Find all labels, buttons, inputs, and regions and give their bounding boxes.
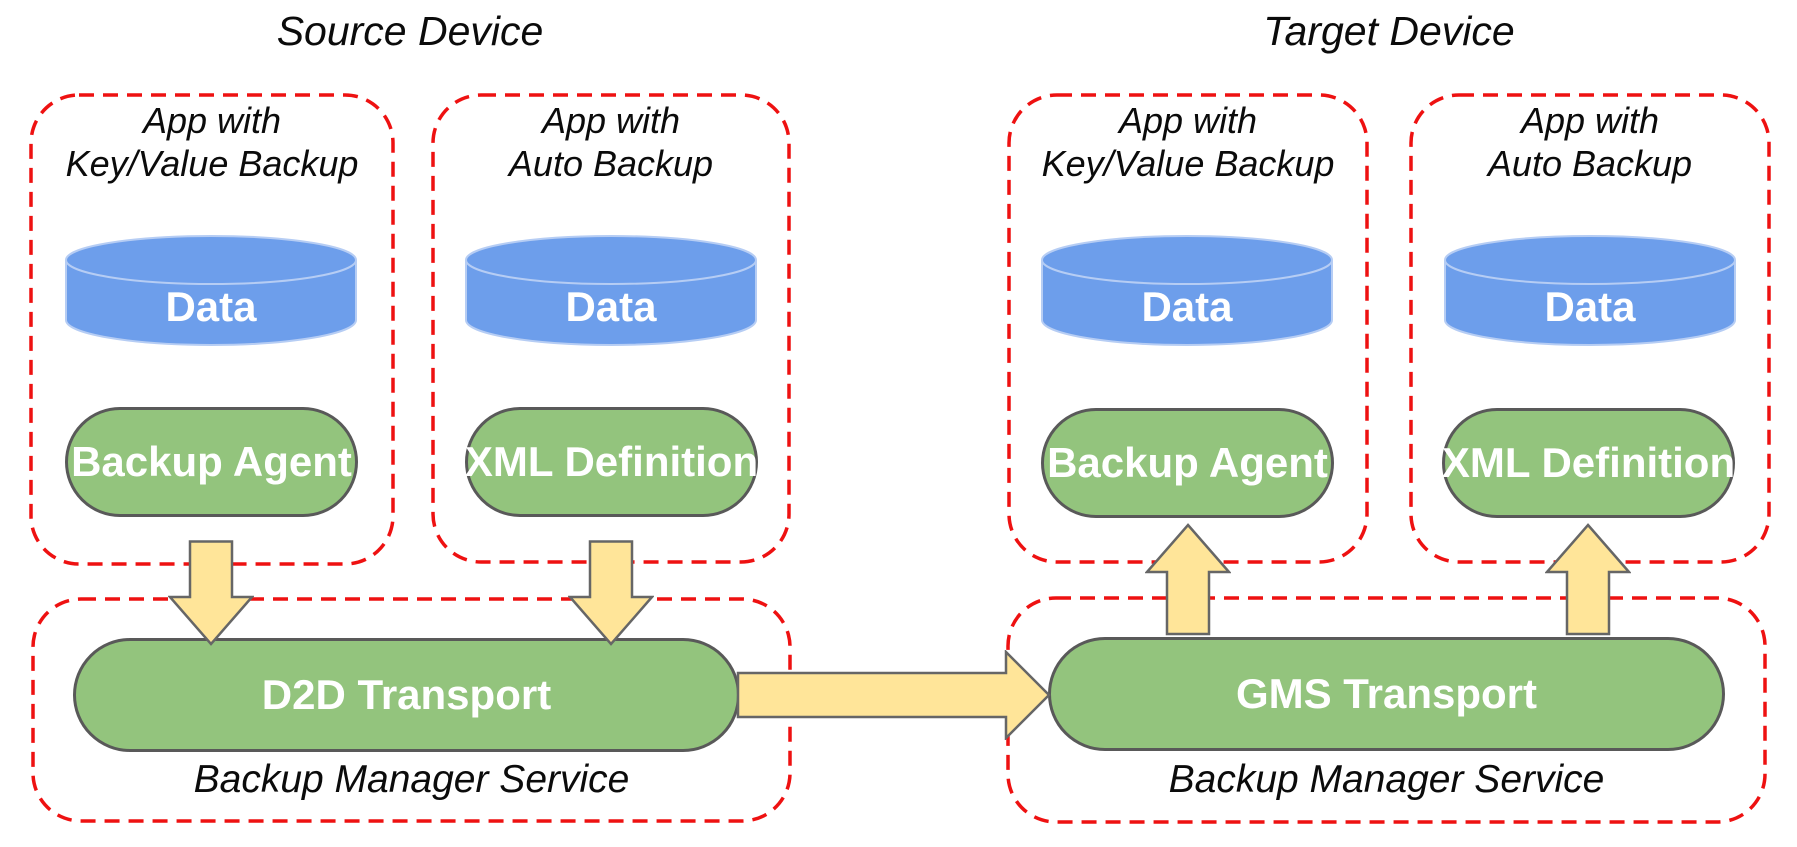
source-keyvalue-data-cylinder: Data bbox=[64, 234, 358, 346]
arrow-up-icon bbox=[1545, 523, 1631, 636]
database-icon bbox=[1444, 235, 1736, 346]
source-autobackup-app-label: App with Auto Backup bbox=[508, 100, 714, 184]
arrow-down-icon bbox=[168, 540, 254, 646]
target-keyvalue-app-label: App with Key/Value Backup bbox=[1041, 100, 1335, 184]
arrow-down-icon bbox=[568, 540, 654, 646]
database-icon bbox=[1041, 235, 1333, 346]
target-device-title: Target Device bbox=[1263, 8, 1515, 54]
source-keyvalue-app-label: App with Key/Value Backup bbox=[65, 100, 359, 184]
arrow-up-icon bbox=[1145, 523, 1231, 636]
source-device-title: Source Device bbox=[276, 8, 544, 54]
target-keyvalue-data-cylinder: Data bbox=[1040, 234, 1334, 346]
database-icon bbox=[465, 235, 757, 346]
source-xml-definition-pill: XML Definition bbox=[465, 407, 758, 517]
gms-transport-pill: GMS Transport bbox=[1048, 637, 1725, 751]
target-autobackup-app-label: App with Auto Backup bbox=[1487, 100, 1693, 184]
source-backup-manager-label: Backup Manager Service bbox=[193, 758, 630, 801]
target-autobackup-data-cylinder: Data bbox=[1443, 234, 1737, 346]
d2d-transport-pill: D2D Transport bbox=[73, 638, 740, 752]
source-backup-agent-pill: Backup Agent bbox=[65, 407, 358, 517]
target-backup-manager-label: Backup Manager Service bbox=[1168, 758, 1605, 801]
source-autobackup-app-box bbox=[431, 93, 791, 564]
target-backup-agent-pill: Backup Agent bbox=[1041, 408, 1334, 518]
arrow-right-icon bbox=[736, 650, 1051, 740]
source-autobackup-data-cylinder: Data bbox=[464, 234, 758, 346]
target-xml-definition-pill: XML Definition bbox=[1442, 408, 1735, 518]
database-icon bbox=[65, 235, 357, 346]
